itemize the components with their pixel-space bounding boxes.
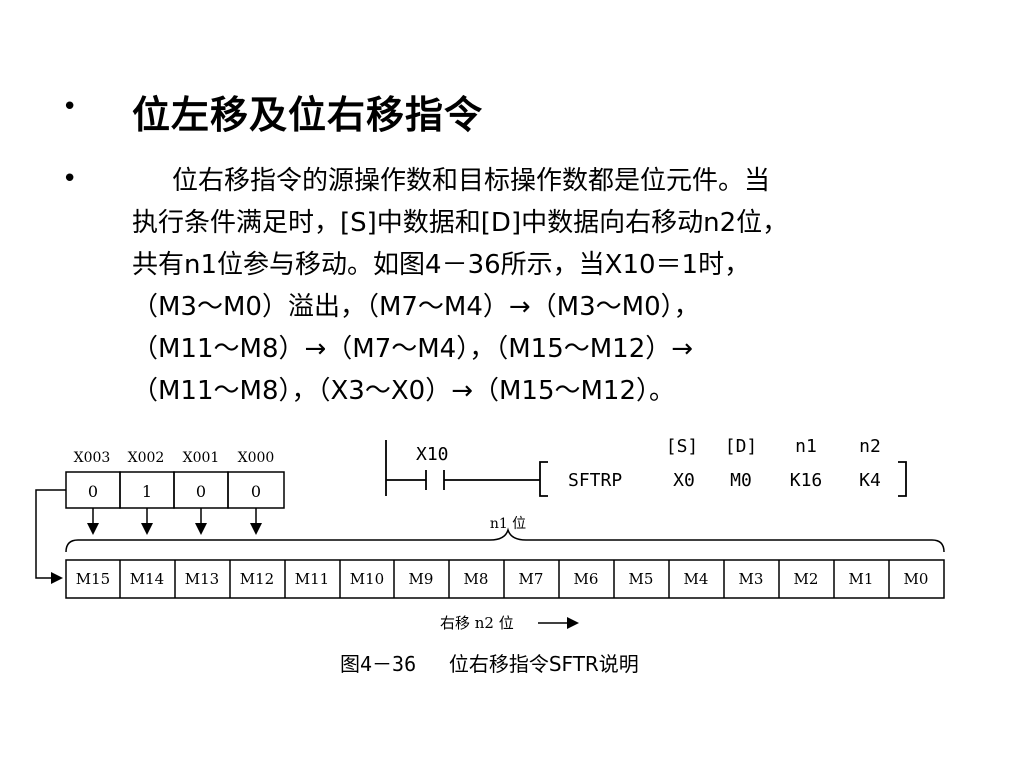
slide-title: 位左移及位右移指令 (132, 93, 484, 137)
m-cell: M11 (295, 570, 329, 588)
m-cell: M0 (904, 570, 929, 588)
m-cell: M5 (629, 570, 654, 588)
body-line: 执行条件满足时，[S]中数据和[D]中数据向右移动n2位， (132, 208, 789, 238)
operand-value: K4 (859, 470, 881, 491)
n1-label: n1 位 (490, 516, 526, 532)
body-line: （M3～M0）溢出，（M7～M4）→（M3～M0）， (132, 292, 700, 322)
m-cell: M1 (849, 570, 874, 588)
operand-value: X0 (673, 470, 695, 491)
m-cell: M4 (684, 570, 709, 588)
instruction-name: SFTRP (568, 470, 622, 491)
n1-brace (65, 527, 945, 553)
m-cell: M3 (739, 570, 764, 588)
operand-header: n2 (859, 436, 881, 457)
m-cell: M13 (185, 570, 219, 588)
body-paragraph: 位右移指令的源操作数和目标操作数都是位元件。当 执行条件满足时，[S]中数据和[… (132, 160, 992, 412)
x-value: 1 (142, 482, 152, 501)
m-cell: M8 (464, 570, 489, 588)
x-label: X001 (183, 450, 220, 466)
m-register (65, 559, 945, 599)
operand-header: [D] (725, 436, 758, 457)
x-value: 0 (196, 482, 206, 501)
shift-label: 右移 n2 位 (440, 614, 514, 632)
ladder-rung (385, 440, 907, 497)
m-cell: M2 (794, 570, 819, 588)
m-cell: M15 (76, 570, 110, 588)
x-label: X003 (74, 450, 111, 466)
down-arrows (87, 508, 262, 535)
operand-header: n1 (795, 436, 817, 457)
body-line: 共有n1位参与移动。如图4－36所示，当X10＝1时， (132, 250, 751, 280)
caption-number: 图4－36 (340, 652, 417, 676)
operand-header: [S] (666, 436, 699, 457)
body-line: （M11～M8）→（M7～M4），（M15～M12）→ (132, 334, 694, 364)
m-cell: M6 (574, 570, 599, 588)
m-cell: M12 (240, 570, 274, 588)
bullet-2: • (62, 164, 78, 194)
feed-line (35, 489, 66, 584)
body-line: 位右移指令的源操作数和目标操作数都是位元件。当 (172, 166, 771, 196)
m-cell: M9 (409, 570, 434, 588)
body-line: （M11～M8），（X3～X0）→（M15～M12）。 (132, 376, 676, 406)
m-cell: M7 (519, 570, 544, 588)
contact-label: X10 (416, 444, 449, 465)
x-label: X002 (128, 450, 165, 466)
x-value: 0 (251, 482, 261, 501)
m-cell: M14 (130, 570, 164, 588)
x-label: X000 (238, 450, 275, 466)
caption-text: 位右移指令SFTR说明 (448, 652, 639, 676)
bullet-1: • (62, 92, 78, 122)
figure-caption: 图4－36 位右移指令SFTR说明 (340, 648, 639, 677)
x-value: 0 (88, 482, 98, 501)
operand-value: M0 (730, 470, 752, 491)
operand-value: K16 (790, 470, 823, 491)
m-cell: M10 (350, 570, 384, 588)
